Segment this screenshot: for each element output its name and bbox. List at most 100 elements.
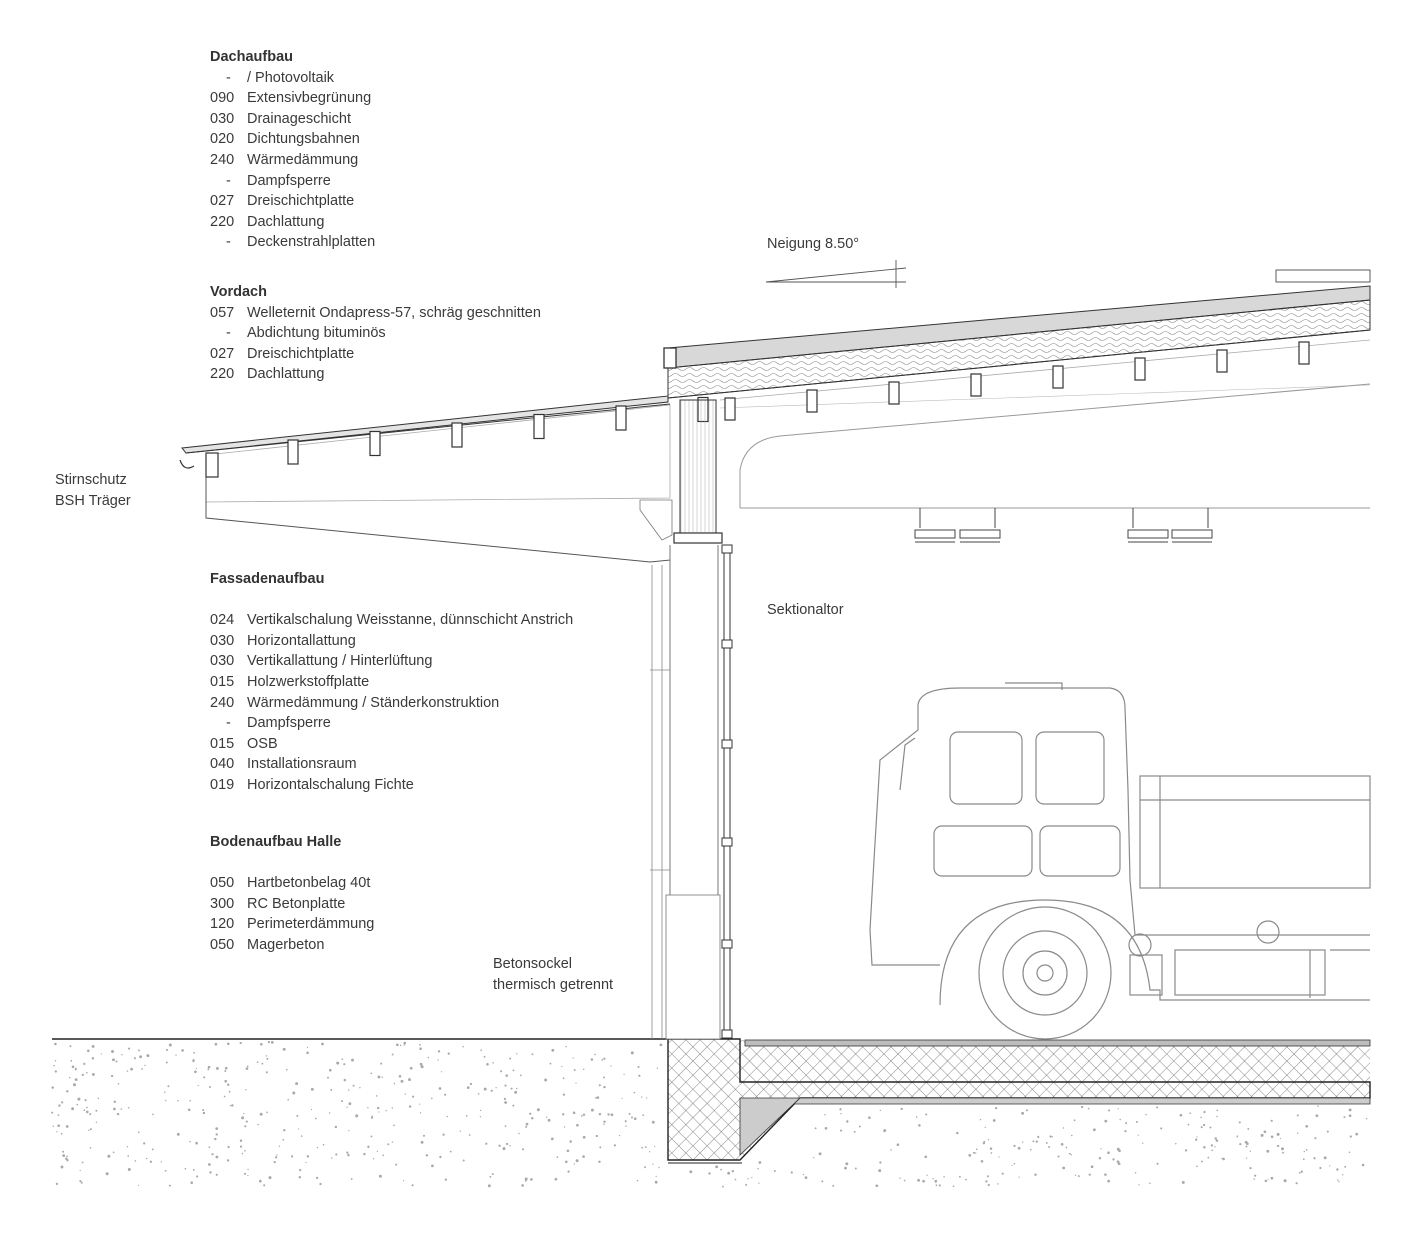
gravel-dot [76,1103,79,1106]
gravel-dot [87,1049,90,1053]
gravel-dot [621,1097,623,1099]
gravel-dot [1270,1119,1273,1122]
gravel-dot [1045,1141,1048,1144]
gravel-dot [1216,1109,1219,1112]
gravel-dot [1211,1149,1214,1152]
gravel-dot [922,1179,925,1183]
gravel-dot [266,1111,268,1114]
gravel-dot [1296,1114,1299,1117]
gravel-dot [266,1057,269,1060]
gravel-dot [925,1113,928,1116]
layer-name: Wärmedämmung [247,151,359,168]
gravel-dot [404,1093,406,1095]
gravel-dot [257,1123,259,1126]
gravel-dot [1222,1157,1225,1161]
gravel-dot [943,1176,945,1178]
gravel-dot [479,1109,482,1112]
gravel-dot [832,1184,835,1187]
gravel-dot [231,1104,234,1107]
gravel-dot [802,1173,805,1176]
gravel-dot [983,1140,986,1143]
layer-row: -Deckenstrahlplatten [210,232,375,253]
gravel-dot [1264,1179,1268,1183]
gravel-dot [1179,1113,1183,1117]
gravel-dot [1253,1178,1256,1180]
gravel-dot [419,1047,422,1050]
gravel-dot [1247,1127,1250,1130]
layer-row: -Dampfsperre [210,713,573,734]
gravel-dot [81,1161,84,1164]
gravel-dot [351,1058,354,1062]
gravel-dot [300,1135,303,1137]
gravel-dot [536,1108,540,1112]
gravel-dot [924,1155,927,1159]
gravel-dot [355,1114,359,1118]
gravel-dot [477,1093,480,1095]
gravel-dot [547,1118,551,1122]
gravel-dot [259,1112,263,1116]
gravel-dot [747,1178,749,1180]
gravel-dot [1249,1150,1252,1152]
layer-name: Welleternit Ondapress-57, schräg geschni… [247,304,541,321]
layer-code: 300 [210,895,235,912]
slope-indicator [765,260,907,288]
gravel-dot [1175,1142,1177,1145]
gravel-dot [1074,1174,1077,1176]
gravel-dot [328,1112,331,1114]
gravel-dot [1221,1157,1223,1160]
gravel-dot [299,1168,302,1172]
gravel-dot [367,1107,369,1109]
gravel-dot [1013,1162,1016,1165]
gravel-dot [1100,1148,1102,1150]
layer-name: Abdichtung bituminös [247,325,386,342]
gravel-dot [734,1178,737,1181]
gravel-dot [582,1155,585,1158]
gravel-dot [380,1062,383,1065]
gravel-dot [89,1128,92,1131]
gravel-dot [444,1093,447,1096]
roof-joist [1216,349,1228,373]
gravel-dot [1238,1121,1241,1124]
gravel-dot [283,1129,286,1132]
gravel-dot [655,1175,657,1178]
gravel-dot [1149,1182,1151,1185]
gravel-dot [915,1116,918,1118]
main-roof [663,269,1371,509]
gravel-dot [371,1115,374,1118]
layer-code: 015 [210,735,235,752]
gravel-dot [990,1152,993,1154]
plinth-thermal-label: thermisch getrennt [493,977,614,993]
gravel-dot [151,1148,154,1151]
gravel-dot [245,1089,247,1091]
gravel-dot [531,1053,534,1056]
gravel-dot [447,1052,450,1055]
gravel-dot [347,1089,350,1091]
layer-name: Drainageschicht [247,110,351,127]
gravel-dot [177,1099,179,1102]
gravel-dot [554,1177,558,1181]
gravel-dot [656,1067,659,1069]
layer-name: Horizontalschalung Fichte [247,776,414,793]
gravel-dot [86,1106,88,1109]
gravel-dot [644,1146,647,1148]
gravel-dot [91,1072,95,1076]
gravel-dot [370,1072,373,1075]
gravel-dot [377,1075,381,1079]
layer-code: 027 [210,345,235,362]
gravel-dot [903,1179,906,1182]
gravel-dot [879,1109,881,1112]
gravel-dot [215,1173,218,1176]
gravel-dot [319,1182,322,1186]
gravel-dot [1361,1163,1365,1167]
gravel-dot [595,1134,598,1138]
gravel-dot [590,1108,594,1112]
gravel-dot [757,1167,759,1170]
gravel-dot [207,1068,210,1071]
gravel-dot [224,1066,228,1070]
gravel-dot [341,1058,344,1061]
gravel-dot [1189,1112,1192,1115]
gravel-dot [137,1184,140,1186]
